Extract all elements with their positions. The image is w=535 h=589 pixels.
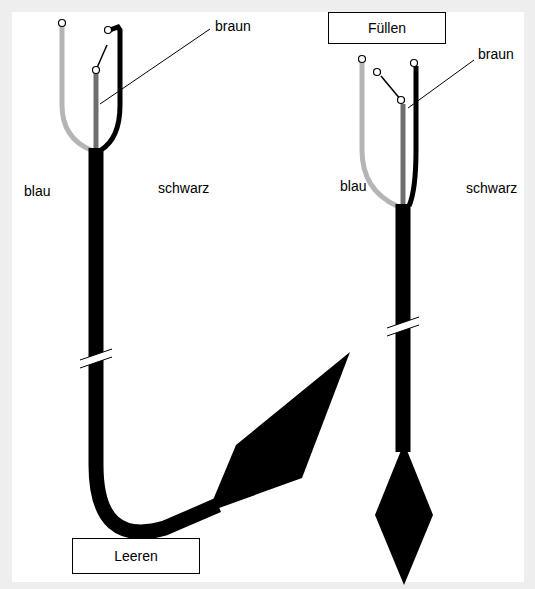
contact (374, 69, 381, 76)
black-wire (101, 27, 120, 150)
brown-wire (94, 72, 99, 150)
wire-label: blau (340, 178, 366, 194)
blue-wire (362, 62, 397, 206)
float (208, 352, 350, 512)
contact (411, 60, 418, 67)
contact (398, 97, 405, 104)
wire-label: blau (24, 183, 50, 199)
switch-lever (381, 76, 401, 100)
contact (59, 20, 66, 27)
float (375, 443, 433, 585)
leader-line (100, 29, 210, 104)
cable-break (393, 319, 413, 334)
contact (105, 27, 112, 34)
state-box: Leeren (72, 538, 200, 574)
contact (359, 56, 366, 63)
break-mark (80, 357, 112, 368)
black-wire (409, 66, 416, 206)
wire-label: schwarz (466, 180, 517, 196)
state-label: Füllen (368, 20, 406, 36)
cable (96, 148, 218, 532)
float-switch-full (359, 56, 475, 586)
cable-break (86, 351, 106, 366)
wire-label: schwarz (158, 180, 209, 196)
brown-wire (401, 104, 406, 206)
break-mark (387, 325, 419, 336)
float-switch-empty (59, 20, 351, 532)
wire-label: braun (215, 18, 251, 34)
contact (93, 67, 100, 74)
leader-line (408, 60, 474, 108)
panel (12, 12, 524, 582)
blue-wire (62, 26, 91, 150)
wire-label: braun (478, 46, 514, 62)
state-label: Leeren (114, 548, 158, 564)
state-box: Füllen (328, 12, 446, 44)
